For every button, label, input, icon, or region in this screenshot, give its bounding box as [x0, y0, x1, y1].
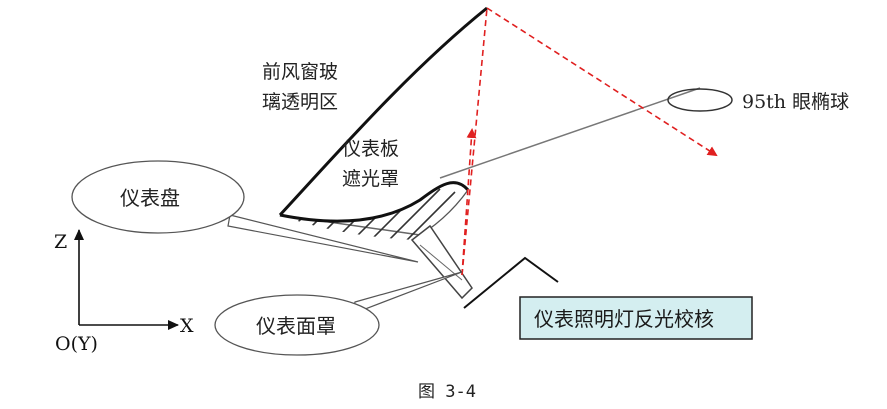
instrument-cover-label: 仪表面罩	[256, 314, 336, 338]
origin-label: O(Y)	[55, 333, 98, 355]
z-axis-label: Z	[54, 231, 67, 253]
eyellipse-label: 95th 眼椭球	[742, 91, 849, 113]
check-pointer	[463, 256, 559, 309]
red-ray-to-windshield	[461, 7, 488, 276]
eyellipse-shape	[667, 88, 733, 112]
visor-label-line1: 仪表板	[342, 138, 399, 160]
red-ray-reflected	[486, 7, 718, 157]
sight-line	[439, 87, 701, 179]
visor-lower-edge	[411, 189, 469, 241]
axes: Z X O(Y)	[54, 229, 194, 355]
check-callout-box: 仪表照明灯反光校核	[519, 296, 753, 340]
windshield-label-line1: 前风窗玻	[262, 61, 338, 83]
windshield-label-line2: 璃透明区	[262, 91, 338, 113]
x-axis-label: X	[180, 315, 194, 337]
instrument-dial-label: 仪表盘	[120, 186, 180, 210]
instrument-cover-callout: 仪表面罩	[214, 271, 463, 356]
visor-outline	[279, 181, 470, 223]
figure-caption: 图 3-4	[418, 382, 476, 402]
visor-label-line2: 遮光罩	[342, 168, 399, 190]
windshield-line	[278, 6, 488, 217]
check-callout-label: 仪表照明灯反光校核	[534, 307, 714, 331]
instrument-dial-callout: 仪表盘	[71, 160, 419, 263]
